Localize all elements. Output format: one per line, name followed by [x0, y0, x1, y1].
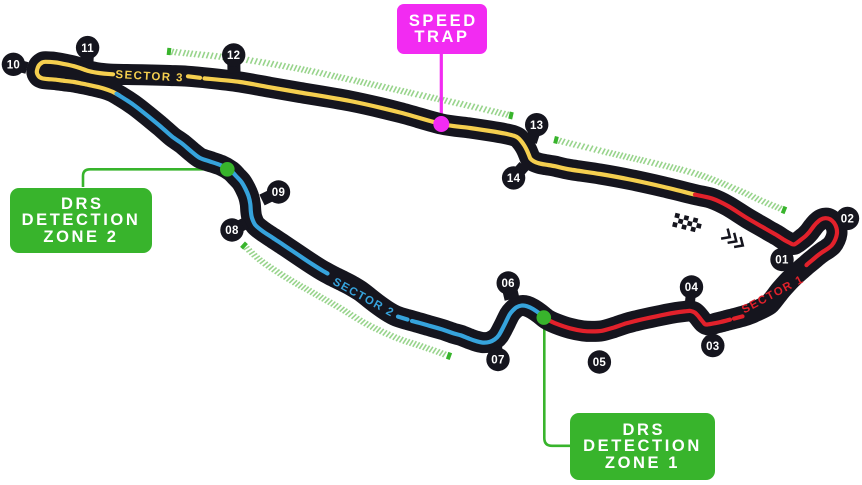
- svg-text:13: 13: [530, 120, 543, 132]
- svg-text:04: 04: [685, 282, 699, 294]
- svg-text:09: 09: [272, 187, 285, 199]
- svg-text:03: 03: [706, 341, 719, 353]
- svg-text:07: 07: [491, 355, 504, 367]
- svg-text:01: 01: [775, 255, 789, 267]
- svg-text:12: 12: [227, 50, 240, 62]
- svg-text:11: 11: [81, 43, 94, 55]
- svg-text:10: 10: [7, 60, 20, 72]
- svg-text:02: 02: [841, 214, 854, 226]
- svg-text:08: 08: [225, 225, 239, 237]
- svg-text:14: 14: [507, 173, 521, 185]
- svg-text:06: 06: [501, 278, 514, 290]
- svg-text:05: 05: [593, 357, 607, 369]
- svg-text:SECTOR 3: SECTOR 3: [115, 69, 184, 85]
